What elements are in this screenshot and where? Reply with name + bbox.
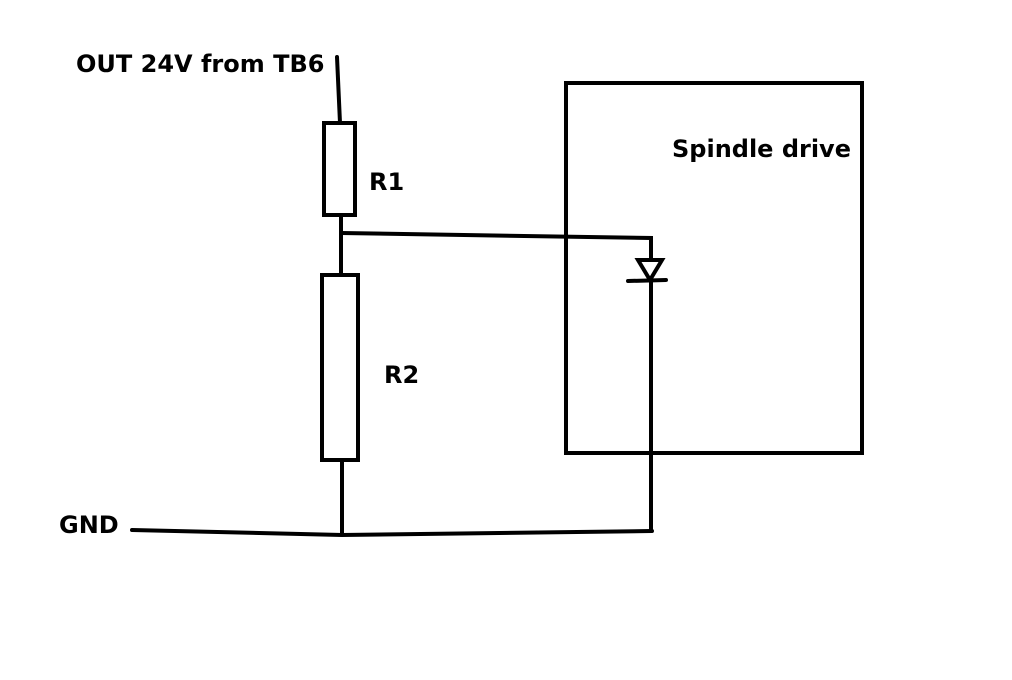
signal-wire — [339, 231, 653, 262]
supply-label: OUT 24V from TB6 — [76, 50, 324, 78]
ground-label: GND — [59, 511, 119, 539]
spindle-drive-label: Spindle drive — [672, 135, 851, 163]
resistor-r2 — [320, 273, 360, 462]
supply-wire — [335, 55, 342, 125]
diode-cathode-bar — [626, 278, 668, 283]
r1-label: R1 — [369, 168, 404, 196]
diode-icon — [634, 258, 666, 284]
r2-label: R2 — [384, 361, 419, 389]
resistor-r1 — [322, 121, 357, 217]
spindle-drive-box — [564, 81, 864, 455]
ground-rail — [130, 528, 654, 538]
